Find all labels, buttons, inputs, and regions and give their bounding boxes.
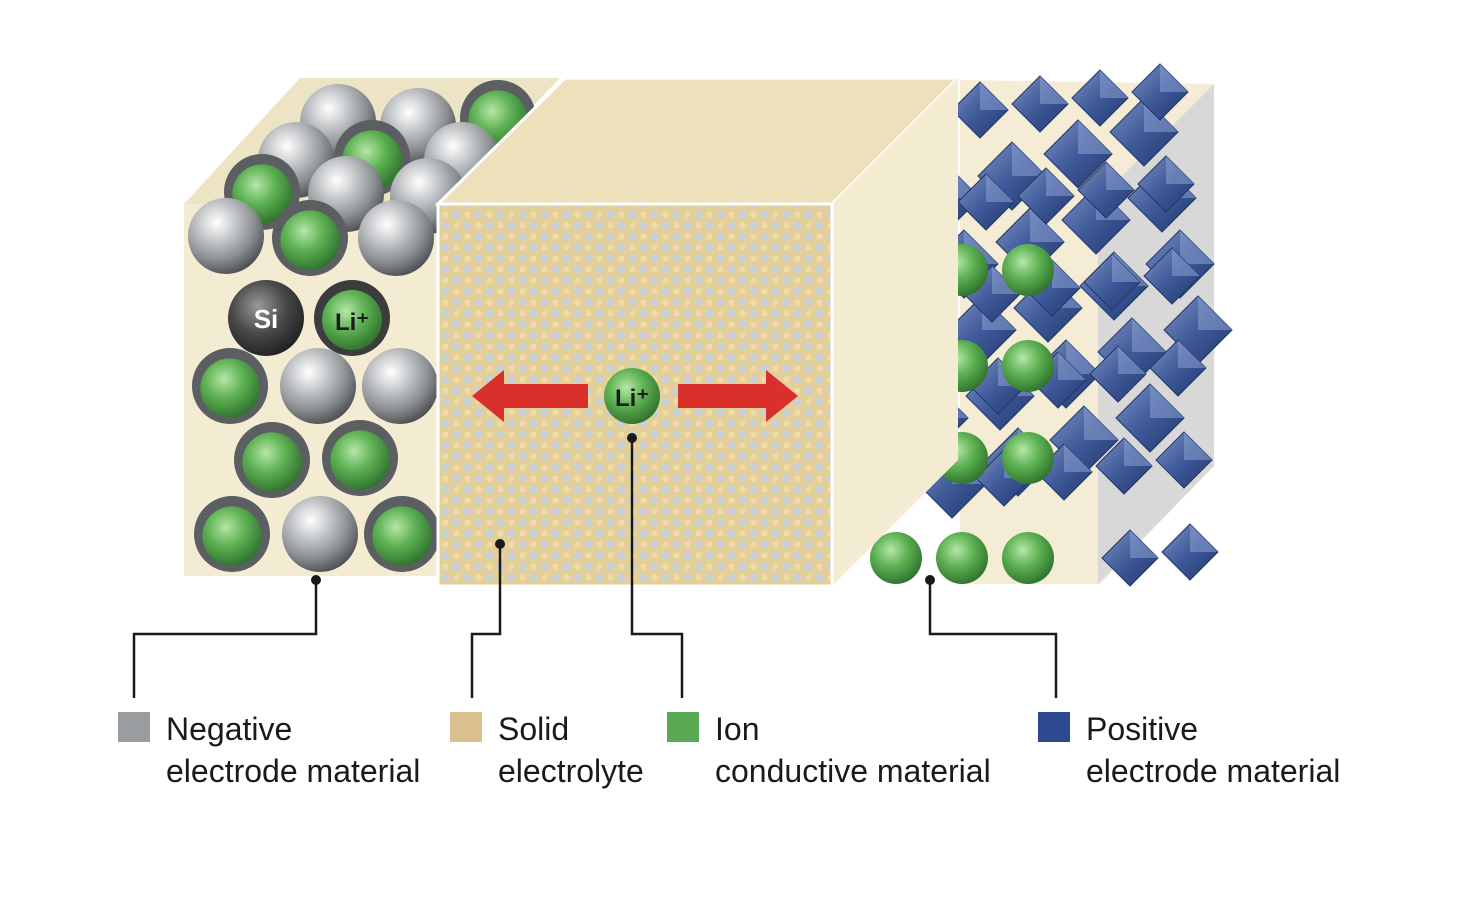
- negative-sphere: [362, 348, 438, 424]
- lithium-sphere: [272, 200, 348, 276]
- octahedron: [1101, 529, 1159, 587]
- lithium-sphere: [364, 496, 440, 572]
- arrow-left-icon: [472, 370, 588, 422]
- center-li-label: Li⁺: [615, 385, 649, 412]
- octahedron: [957, 173, 1015, 231]
- octahedron: [1089, 345, 1147, 403]
- negative-sphere: [282, 496, 358, 572]
- negative-particles: [188, 80, 536, 572]
- octahedron: [1043, 119, 1113, 189]
- octahedron: [1077, 161, 1135, 219]
- electrolyte-side: [832, 78, 958, 586]
- octahedron: [1149, 339, 1207, 397]
- callout-dot-negative: [311, 575, 321, 585]
- octahedron: [1143, 247, 1201, 305]
- octahedron: [1161, 523, 1219, 581]
- negative-sphere: [280, 348, 356, 424]
- callout-positive: [928, 580, 1058, 698]
- callout-dot-positive: [925, 575, 935, 585]
- octahedron: [1131, 63, 1189, 121]
- center-lithium-ion: Li⁺: [604, 368, 660, 424]
- lithium-particle: Li⁺: [314, 280, 390, 356]
- lithium-sphere: [1002, 340, 1054, 392]
- lithium-sphere: [322, 420, 398, 496]
- arrow-right-icon: [678, 370, 798, 422]
- callout-negative: [132, 580, 318, 698]
- callout-dot-ion: [627, 433, 637, 443]
- legend-ion-label: Ion conductive material: [715, 711, 991, 789]
- callout-dots: [311, 433, 935, 585]
- octahedron: [1137, 155, 1195, 213]
- callout-electrolyte: [470, 544, 502, 698]
- lithium-sphere: [1002, 432, 1054, 484]
- callout-dot-electrolyte: [495, 539, 505, 549]
- octahedron: [1083, 253, 1141, 311]
- octahedron: [951, 81, 1009, 139]
- si-label: Si: [254, 304, 279, 334]
- solid-electrolyte-block: Li⁺: [434, 76, 962, 588]
- green-square-icon: [667, 712, 699, 742]
- legend-electrolyte-label: Solid electrolyte: [498, 711, 644, 789]
- legend-negative-label: Negative electrode material: [166, 711, 421, 789]
- octahedron: [1115, 383, 1185, 453]
- tan-square-icon: [450, 712, 482, 742]
- lithium-sphere: [936, 532, 988, 584]
- callout-ion: [630, 438, 684, 698]
- lithium-sphere: [870, 532, 922, 584]
- negative-sphere: [358, 200, 434, 276]
- lithium-sphere: [1002, 532, 1054, 584]
- octahedron: [1095, 437, 1153, 495]
- negative-sphere: [188, 198, 264, 274]
- lithium-sphere: [234, 422, 310, 498]
- li-label: Li⁺: [335, 309, 369, 336]
- silicon-particle: Si: [228, 280, 304, 356]
- octahedron: [1017, 167, 1075, 225]
- gray-square-icon: [118, 712, 150, 742]
- lithium-sphere: [1002, 244, 1054, 296]
- blue-square-icon: [1038, 712, 1070, 742]
- octahedron: [1071, 69, 1129, 127]
- lithium-sphere: [194, 496, 270, 572]
- legend-positive-label: Positive electrode material: [1086, 711, 1341, 789]
- octahedron: [1155, 431, 1213, 489]
- negative-electrode-block: Si Li⁺: [184, 78, 560, 576]
- octahedron: [1011, 75, 1069, 133]
- callout-lines: [132, 438, 1058, 698]
- lithium-sphere: [192, 348, 268, 424]
